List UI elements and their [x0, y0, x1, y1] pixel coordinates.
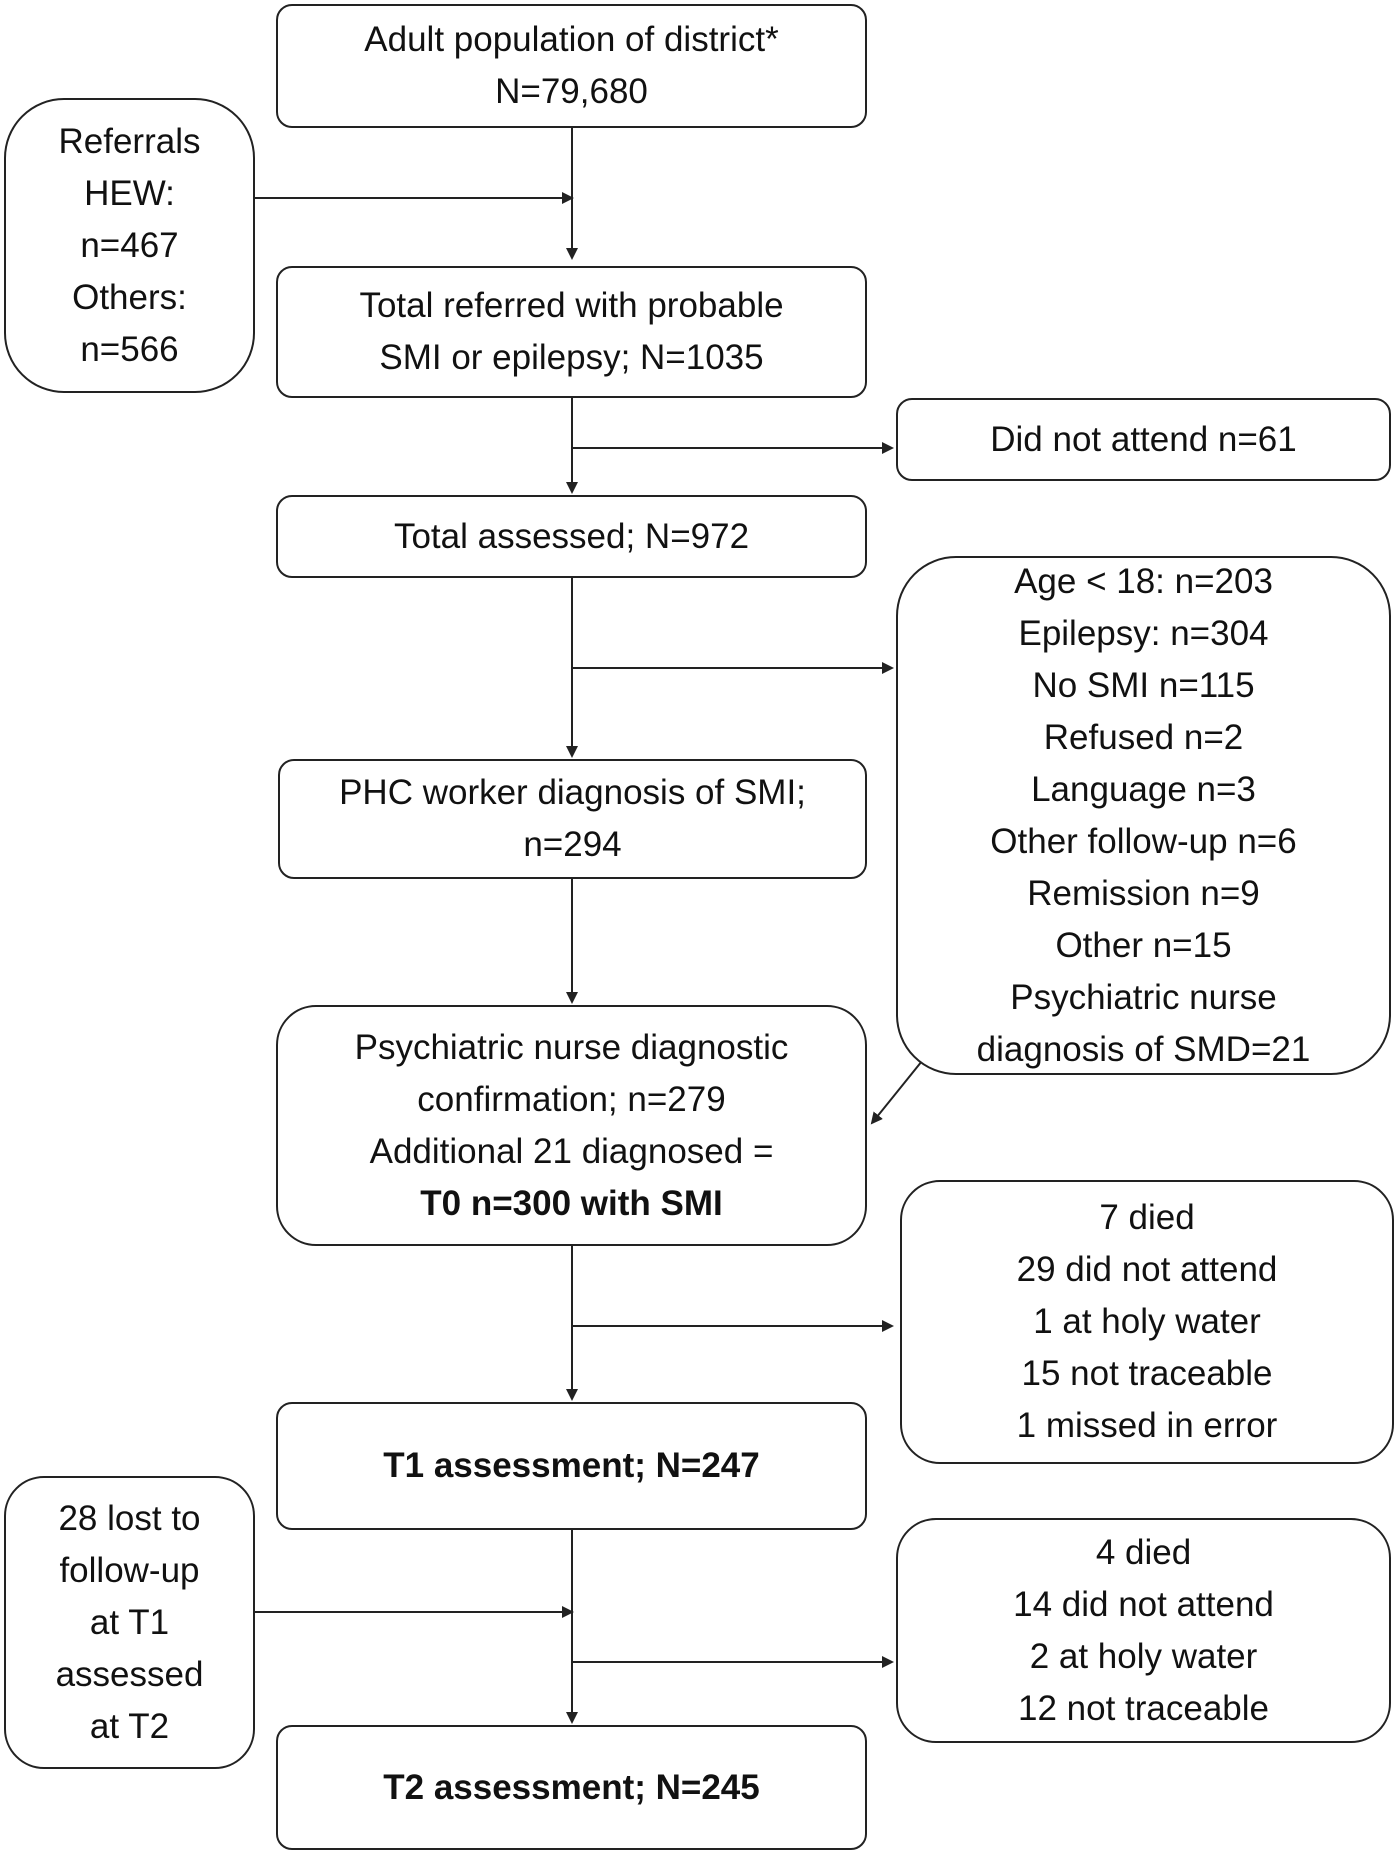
t2-loss-item: 14 did not attend — [1013, 1584, 1274, 1624]
t1-loss-item: 1 at holy water — [1033, 1302, 1261, 1341]
population-line: Adult population of district* — [364, 20, 779, 59]
exclusion-item: diagnosis of SMD=21 — [976, 1029, 1311, 1069]
t2-loss-item: 2 at holy water — [1029, 1636, 1258, 1676]
t1-assessment-line: T1 assessment; N=247 — [383, 1446, 760, 1485]
referrals-line: n=566 — [80, 329, 179, 369]
exclusion-item: Psychiatric nurse — [1010, 977, 1277, 1017]
exclusion-item: Other n=15 — [1055, 925, 1232, 965]
total-assessed-box: Total assessed; N=972 — [276, 495, 867, 578]
population-line: N=79,680 — [495, 72, 648, 111]
total-assessed-line: Total assessed; N=972 — [393, 516, 750, 556]
nurse-confirmation-line: Psychiatric nurse diagnostic — [354, 1027, 789, 1067]
total-referred-box: Total referred with probable SMI or epil… — [276, 266, 867, 398]
exclusion-item: Age < 18: n=203 — [1014, 561, 1273, 601]
referrals-line: Others: — [72, 277, 187, 317]
did-not-attend-line: Did not attend n=61 — [990, 419, 1297, 459]
t1-loss-item: 1 missed in error — [1016, 1406, 1278, 1445]
t1-loss-item: 29 did not attend — [1016, 1250, 1278, 1289]
t2-assessment-line: T2 assessment; N=245 — [383, 1767, 760, 1807]
exclusion-item: Other follow-up n=6 — [990, 821, 1297, 861]
t1-losses-box: 7 died 29 did not attend 1 at holy water… — [900, 1180, 1394, 1464]
lost-followup-box: 28 lost to follow-up at T1 assessed at T… — [4, 1476, 255, 1769]
t1-loss-item: 7 died — [1099, 1198, 1195, 1237]
phc-diagnosis-line: PHC worker diagnosis of SMI; — [339, 773, 806, 812]
nurse-confirmation-line: confirmation; n=279 — [417, 1079, 726, 1119]
referrals-line: n=467 — [80, 225, 179, 265]
lost-followup-line: at T2 — [89, 1706, 170, 1746]
referrals-box: Referrals HEW: n=467 Others: n=566 — [4, 98, 255, 393]
referrals-line: Referrals — [58, 121, 201, 161]
exclusion-item: Epilepsy: n=304 — [1018, 613, 1269, 653]
lost-followup-line: 28 lost to — [58, 1498, 201, 1538]
did-not-attend-box: Did not attend n=61 — [896, 398, 1391, 481]
t2-loss-item: 12 not traceable — [1017, 1688, 1269, 1728]
arrow-exclusions-to-nurse — [870, 1060, 923, 1125]
t2-loss-item: 4 died — [1095, 1532, 1192, 1572]
t0-total-line: T0 n=300 with SMI — [420, 1183, 723, 1223]
phc-diagnosis-line: n=294 — [523, 825, 622, 864]
total-referred-line: SMI or epilepsy; N=1035 — [379, 338, 764, 377]
referrals-line: HEW: — [84, 173, 175, 213]
nurse-confirmation-line: Additional 21 diagnosed = — [369, 1131, 774, 1171]
lost-followup-line: assessed — [55, 1654, 204, 1694]
t1-loss-item: 15 not traceable — [1021, 1354, 1273, 1393]
lost-followup-line: at T1 — [89, 1602, 170, 1642]
exclusion-item: Refused n=2 — [1043, 717, 1244, 757]
exclusion-item: No SMI n=115 — [1032, 665, 1255, 705]
population-box: Adult population of district* N=79,680 — [276, 4, 867, 128]
lost-followup-line: follow-up — [59, 1550, 200, 1590]
exclusion-item: Language n=3 — [1031, 769, 1256, 809]
t2-losses-box: 4 died 14 did not attend 2 at holy water… — [896, 1518, 1391, 1743]
nurse-confirmation-box: Psychiatric nurse diagnostic confirmatio… — [276, 1005, 867, 1246]
t1-assessment-box: T1 assessment; N=247 — [276, 1402, 867, 1530]
t2-assessment-box: T2 assessment; N=245 — [276, 1725, 867, 1850]
phc-diagnosis-box: PHC worker diagnosis of SMI; n=294 — [278, 759, 867, 879]
total-referred-line: Total referred with probable — [359, 286, 784, 325]
exclusion-item: Remission n=9 — [1027, 873, 1260, 913]
exclusions-box: Age < 18: n=203 Epilepsy: n=304 No SMI n… — [896, 556, 1391, 1075]
